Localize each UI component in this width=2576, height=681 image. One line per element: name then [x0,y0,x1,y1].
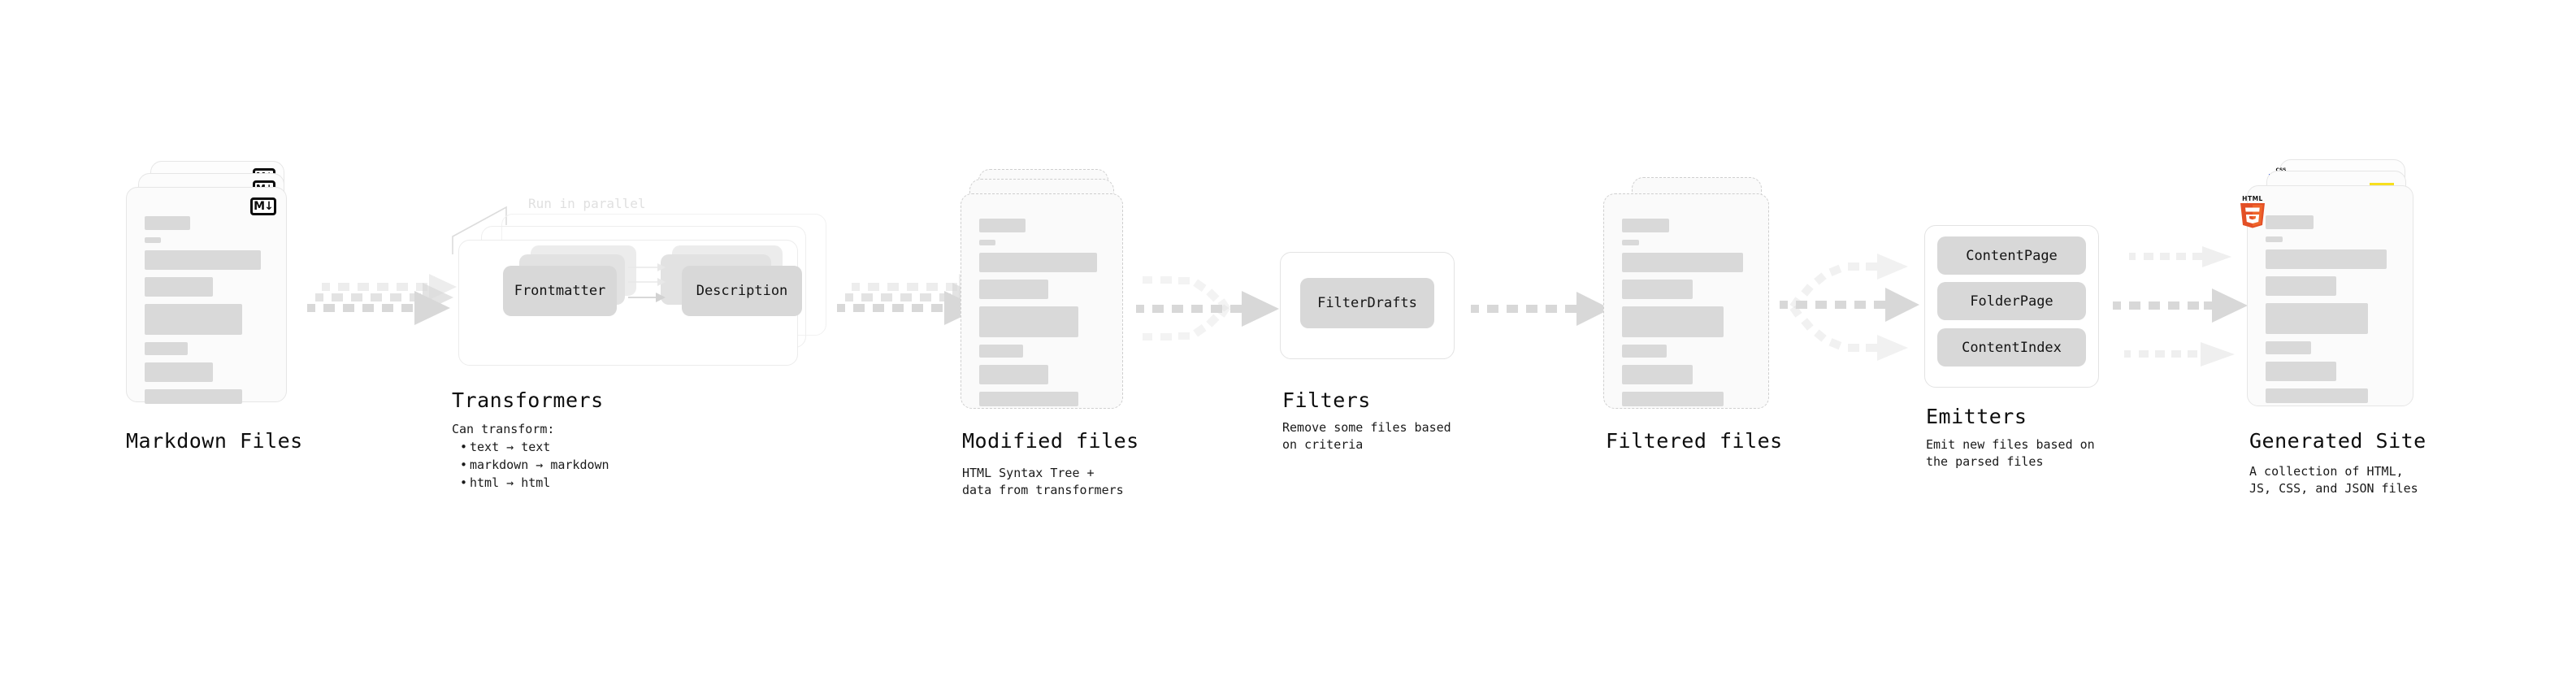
skeleton-bar [2266,276,2337,296]
stage-transformers: Run in parallel [451,196,833,366]
run-in-parallel-label: Run in parallel [528,196,646,211]
skeleton-bar [145,342,189,355]
connector-filtered-to-emitters [1780,254,1919,361]
skeleton-bar [2266,215,2314,229]
skeleton-bar [145,304,243,335]
emitters-pill-label: ContentPage [1966,247,2058,264]
connector-filters-to-filtered [1471,292,1611,326]
connector-emitters-to-site [2113,246,2248,367]
caption-transformers: Transformers [452,388,604,412]
modified-doc-skeleton [961,194,1122,408]
filtered-doc-skeleton [1604,194,1768,408]
caption-filtered-files: Filtered files [1606,429,1783,453]
markdown-logo-text: M↓ [254,200,274,213]
emitters-pill-label: ContentIndex [1962,339,2062,356]
skeleton-bar [979,240,996,245]
stage-filters: FilterDrafts [1280,252,1455,362]
modified-doc-front [961,193,1123,409]
emitters-pill-folderpage[interactable]: FolderPage [1937,282,2086,320]
skeleton-bar [2266,303,2368,334]
caption-modified-files-sub: HTML Syntax Tree + data from transformer… [962,466,1124,497]
transformer-pill-label: Description [696,283,788,299]
skeleton-bar [2266,236,2283,242]
transformer-pill-description[interactable]: Description [682,266,802,316]
bullet-item: html → html [458,475,609,492]
modified-doc-stack [961,169,1139,437]
caption-transformers-bullets: text → text markdown → markdown html → h… [458,439,609,492]
skeleton-bar [2266,362,2337,381]
caption-filters: Filters [1282,388,1371,412]
skeleton-bar [979,345,1023,358]
skeleton-bar [145,362,213,382]
skeleton-bar [2266,388,2368,403]
filters-pill-filterdrafts[interactable]: FilterDrafts [1300,278,1434,328]
caption-emitters-sub: Emit new files based on the parsed files [1926,437,2095,469]
markdown-doc-front: M↓ [126,187,287,404]
markdown-doc-stack: M↓ M↓ M↓ [126,161,305,429]
skeleton-bar [1622,306,1724,337]
skeleton-bar [2266,341,2311,354]
skeleton-bar [979,392,1078,406]
caption-emitters: Emitters [1926,405,2027,428]
generated-doc-skeleton [2248,186,2413,406]
connector-md-to-transformers [307,274,457,325]
bullet-item: text → text [458,439,609,457]
stage-modified-files [961,169,1139,437]
skeleton-bar [145,250,261,270]
skeleton-bar [145,216,191,230]
stage-filtered-files [1603,169,1782,437]
skeleton-bar [979,219,1026,232]
filtered-doc-stack [1603,169,1782,437]
skeleton-bar [979,253,1097,272]
skeleton-bar [1622,219,1670,232]
filtered-doc-front [1603,193,1769,409]
skeleton-bar [145,389,243,404]
caption-modified-files: Modified files [962,429,1139,453]
skeleton-bar [2266,249,2387,269]
skeleton-bar [145,277,213,297]
connector-modified-to-filters [1136,276,1279,340]
caption-filters-sub: Remove some files based on criteria [1282,420,1451,452]
generated-doc-html: HTML [2240,185,2413,406]
emitters-pill-contentpage[interactable]: ContentPage [1937,236,2086,275]
markdown-logo-icon: M↓ [250,197,276,215]
skeleton-bar [1622,392,1724,406]
skeleton-bar [979,306,1078,337]
caption-generated-site: Generated Site [2249,429,2426,453]
caption-markdown-files: Markdown Files [126,429,303,453]
caption-generated-site-sub: A collection of HTML, JS, CSS, and JSON … [2249,464,2418,496]
skeleton-bar [1622,253,1743,272]
bullet-item: markdown → markdown [458,457,609,475]
skeleton-bar [1622,365,1693,384]
emitters-pill-label: FolderPage [1970,293,2053,310]
skeleton-bar [1622,345,1667,358]
skeleton-bar [145,237,161,243]
transformer-inner-arrows-icon [628,263,666,302]
transformer-pill-frontmatter[interactable]: Frontmatter [503,266,617,316]
skeleton-bar [1622,280,1693,299]
stage-markdown-files: M↓ M↓ M↓ [126,161,305,429]
caption-transformers-sub: Can transform: [452,422,555,436]
generated-doc-stack: CSS HTML [2240,159,2450,436]
emitters-pill-contentindex[interactable]: ContentIndex [1937,328,2086,367]
stage-generated-site: CSS HTML [2240,159,2450,436]
markdown-doc-skeleton [127,188,286,404]
stage-emitters: ContentPage FolderPage ContentIndex [1924,225,2099,392]
svg-text:HTML: HTML [2242,195,2263,202]
skeleton-bar [979,365,1048,384]
skeleton-bar [1622,240,1639,245]
css-logo-text: CSS [2269,168,2293,173]
filters-pill-label: FilterDrafts [1317,295,1417,311]
html5-logo-icon: HTML [2238,194,2267,228]
transformer-pill-label: Frontmatter [514,283,606,299]
skeleton-bar [979,280,1048,299]
